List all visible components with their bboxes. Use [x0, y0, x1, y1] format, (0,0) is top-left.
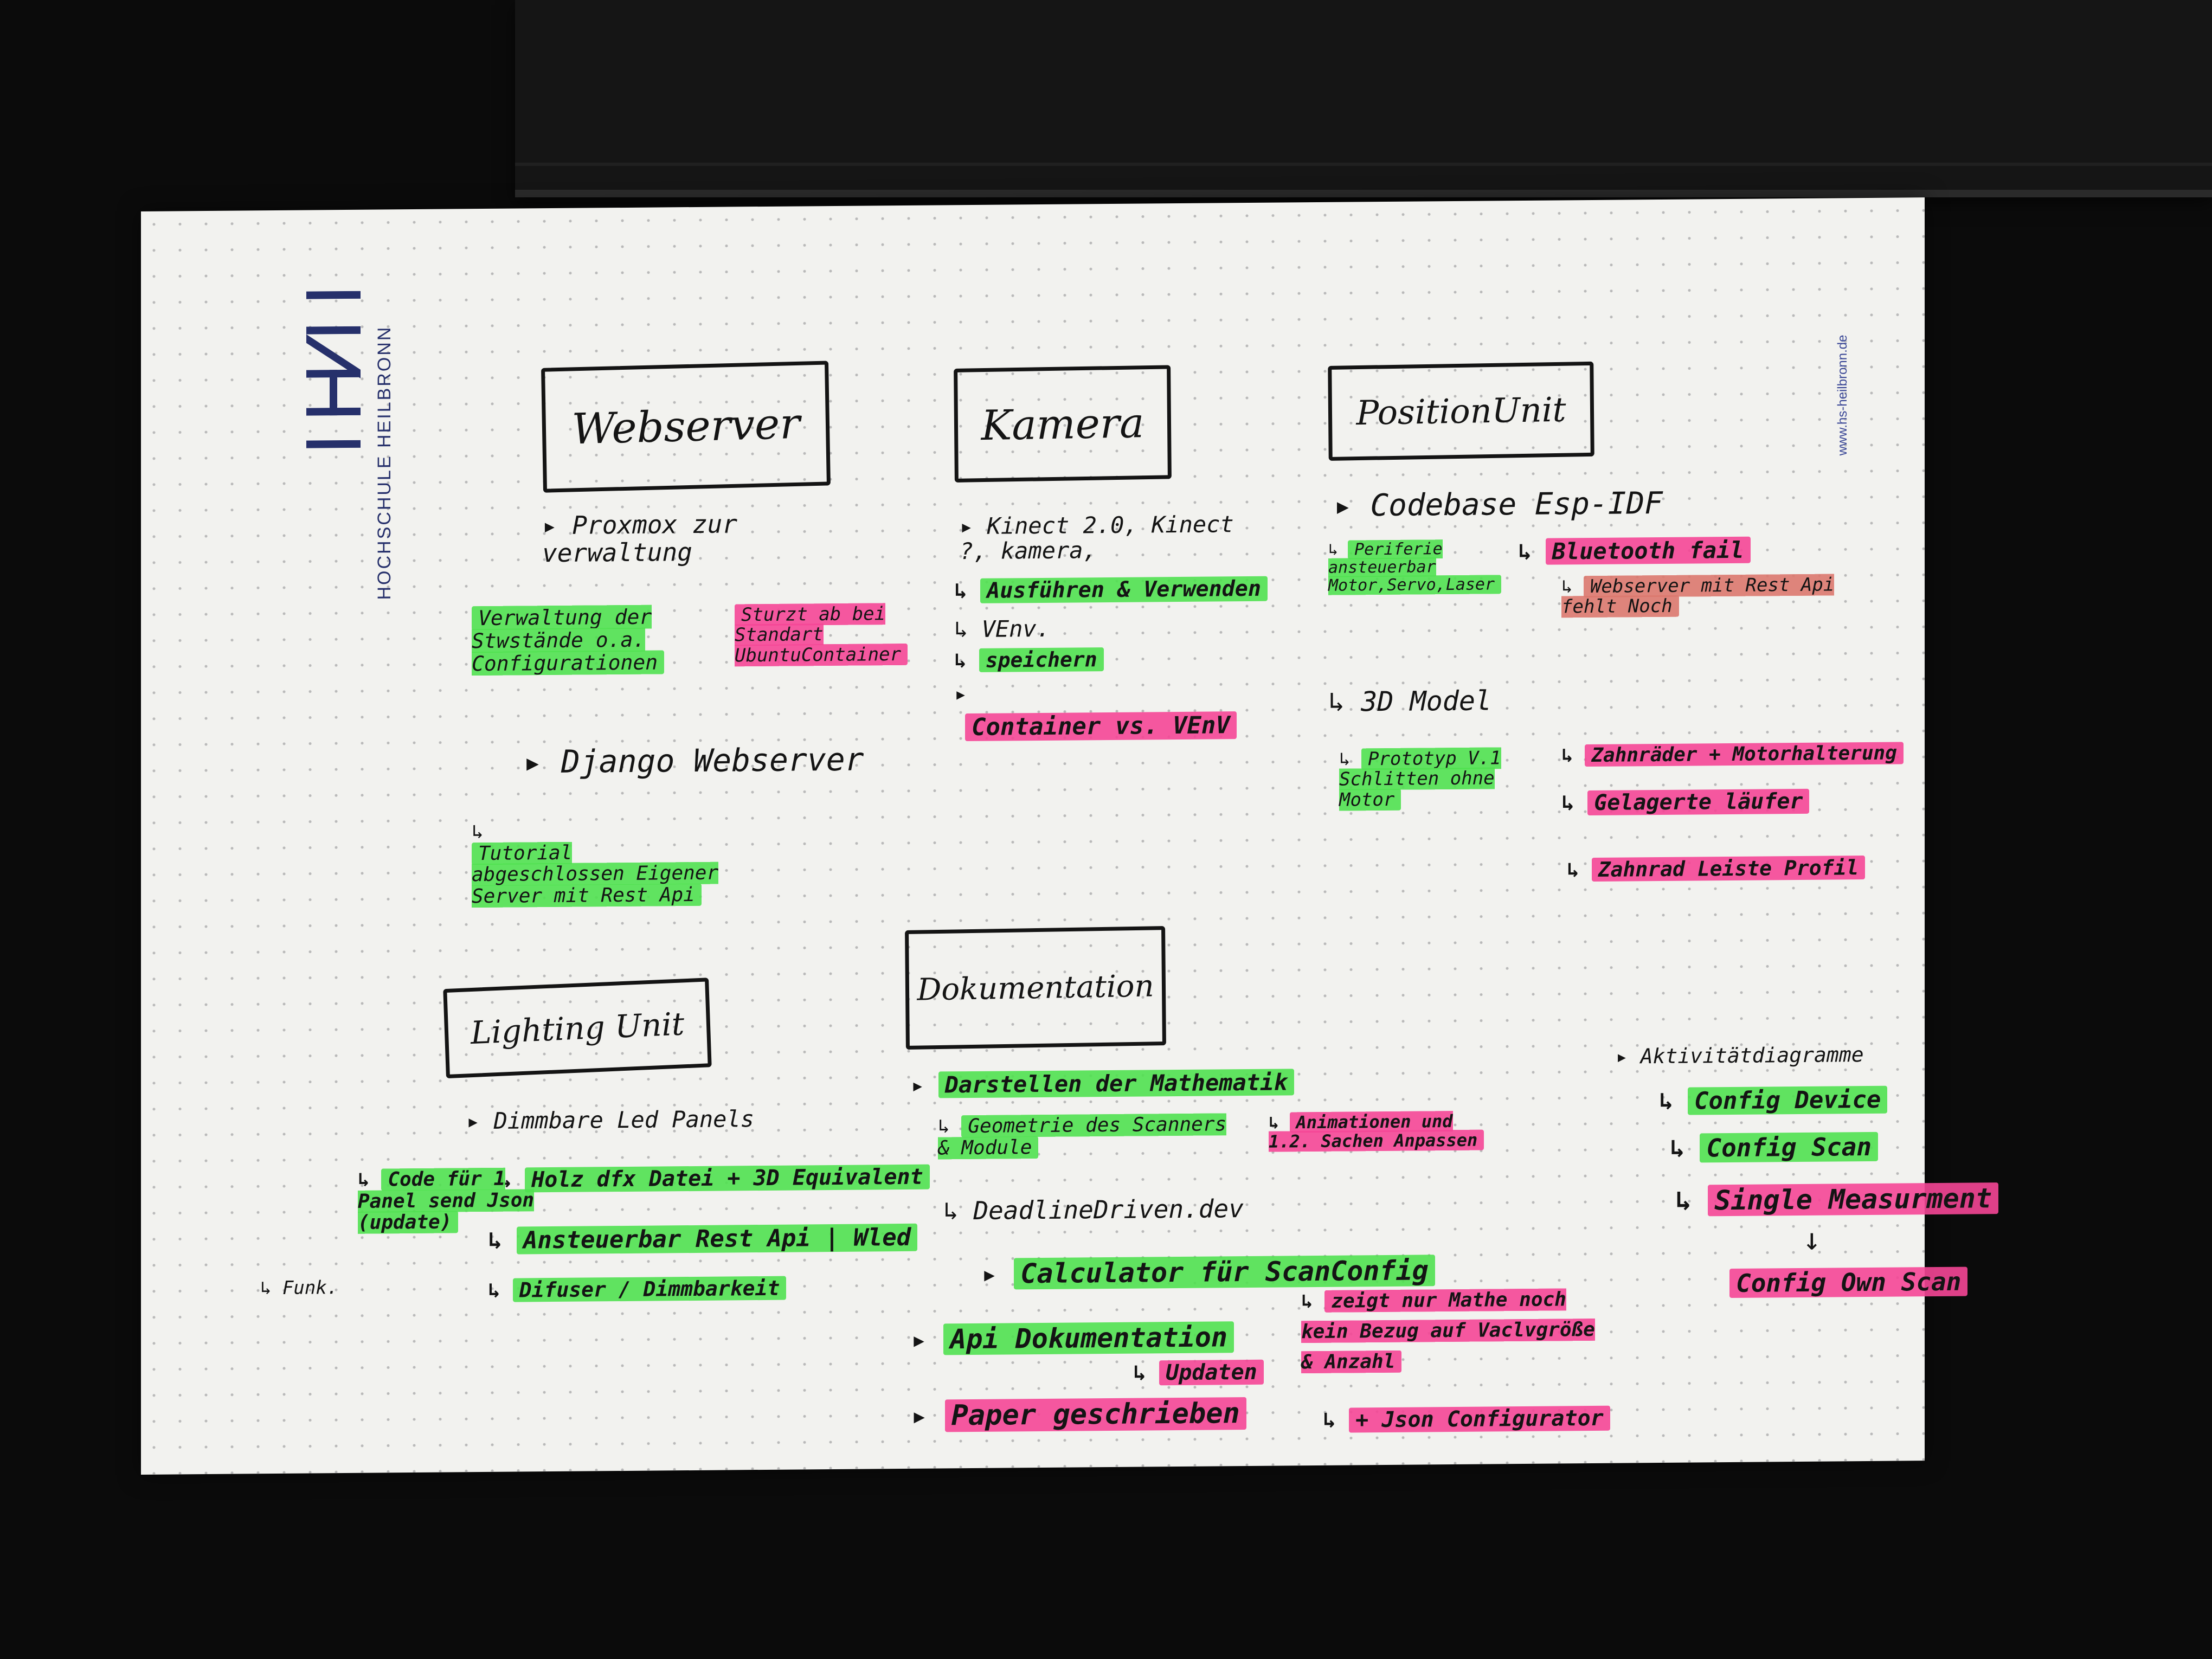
- kamera-kinect: ▸ Kinect 2.0, Kinect ?, kamera,: [960, 511, 1234, 565]
- position-periferie: ↳ Periferie ansteuerbar Motor,Servo,Lase…: [1328, 539, 1502, 595]
- hhn-logo: [306, 291, 361, 448]
- webserver-title: Webserver: [571, 399, 801, 454]
- doku-animationen: ↳ Animationen und 1.2. Sachen Anpassen: [1269, 1110, 1486, 1152]
- webserver-django: ▸ Django Webserver: [523, 741, 864, 781]
- doku-calculator: ▸ Calculator für ScanConfig: [981, 1255, 1435, 1290]
- doku-deadline: ↳ DeadlineDriven.dev: [943, 1194, 1244, 1226]
- position-zahnraeder: ↳ Zahnräder + Motorhalterung: [1561, 742, 1904, 767]
- position-bluetooth: ↳ Bluetooth fail: [1518, 536, 1751, 565]
- lighting-holz: ↳ Holz dfx Datei + 3D Equivalent: [499, 1164, 930, 1193]
- kamera-title: Kamera: [981, 398, 1144, 449]
- webserver-sturz: Sturzt ab bei Standart UbuntuContainer: [735, 603, 919, 667]
- webserver-proxmox: ▸ Proxmox zur verwaltung: [542, 509, 738, 568]
- doku-paper: ▸ Paper geschrieben: [911, 1397, 1246, 1432]
- school-name: HOCHSCHULE HEILBRONN: [374, 325, 395, 600]
- box-kamera: Kamera: [954, 365, 1172, 483]
- doku-zeigt: ↳ zeigt nur Mathe noch kein Bezug auf Va…: [1301, 1288, 1595, 1373]
- school-url: www.hs-heilbronn.de: [1835, 335, 1850, 456]
- doku-title: Dokumentation: [917, 968, 1154, 1008]
- kamera-ausfuehren: ↳ Ausführen & Verwenden: [954, 576, 1268, 603]
- lighting-dimmbar: ▸ Dimmbare Led Panels: [466, 1105, 755, 1135]
- webserver-verwaltung: Verwaltung der Stwstände o.a. Configurat…: [472, 605, 699, 676]
- doku-geometrie: ↳ Geometrie des Scanners & Module: [938, 1113, 1227, 1160]
- lighting-difuser: ↳ Difuser / Dimmbarkeit: [488, 1276, 787, 1302]
- kamera-venv: ↳ VEnv.: [954, 615, 1051, 643]
- doku-updaten: ↳ Updaten: [1133, 1359, 1264, 1386]
- aktivitaet-single: ↳ Single Measurment: [1675, 1182, 1998, 1217]
- lighting-funk: ↳ Funk.: [260, 1277, 338, 1300]
- position-gelagerte: ↳ Gelagerte läufer: [1561, 788, 1810, 815]
- lighting-title: Lighting Unit: [470, 1005, 685, 1051]
- box-position: PositionUnit: [1328, 361, 1594, 461]
- position-webserver-rest: ↳ Webserver mit Rest Api fehlt Noch: [1561, 574, 1835, 618]
- kamera-arrow: ▸: [954, 681, 968, 707]
- doku-api: ▸ Api Dokumentation: [911, 1321, 1234, 1355]
- lighting-code: ↳ Code für 1 Panel send Json (update): [358, 1167, 535, 1234]
- aktivitaet-arrow-down-icon: ↓: [1803, 1221, 1821, 1257]
- position-title: PositionUnit: [1356, 389, 1566, 433]
- position-zahnrad: ↳ Zahnrad Leiste Profil: [1567, 856, 1866, 882]
- box-lighting: Lighting Unit: [443, 978, 712, 1079]
- lighting-ansteuer: ↳ Ansteuerbar Rest Api | Wled: [488, 1223, 918, 1255]
- webserver-tutorial: ↳Tutorial abgeschlossen Eigener Server m…: [472, 821, 719, 908]
- position-prototyp: ↳ Prototyp V.1 Schlitten ohne Motor: [1339, 747, 1501, 811]
- kamera-speichern: ↳ speichern: [954, 647, 1104, 672]
- aktivitaet-own: Config Own Scan: [1729, 1266, 1968, 1298]
- doku-json-conf: ↳ + Json Configurator: [1323, 1405, 1610, 1433]
- position-model: ↳ 3D Model: [1328, 685, 1492, 718]
- aktivitaet-device: ↳ Config Device: [1659, 1085, 1888, 1115]
- kamera-container: Container vs. VEnV: [965, 711, 1237, 742]
- box-doku: Dokumentation: [905, 926, 1166, 1050]
- doku-mathe: ▸ Darstellen der Mathematik: [911, 1069, 1294, 1098]
- aktivitaet-title: ▸ Aktivitätdiagramme: [1616, 1043, 1864, 1069]
- dark-box-background: [515, 0, 2212, 197]
- paper-sheet: HOCHSCHULE HEILBRONN www.hs-heilbronn.de…: [141, 197, 1998, 1475]
- aktivitaet-scan: ↳ Config Scan: [1670, 1131, 1879, 1163]
- box-webserver: Webserver: [541, 361, 831, 493]
- position-codebase: ▸ Codebase Esp-IDF: [1334, 485, 1663, 524]
